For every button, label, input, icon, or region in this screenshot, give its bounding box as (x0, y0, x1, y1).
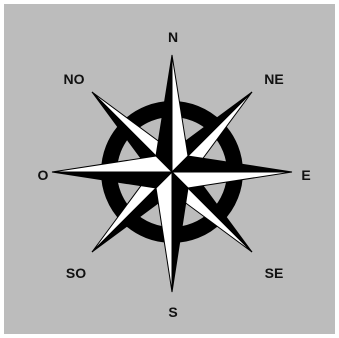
label-northeast: NE (264, 71, 283, 87)
label-north: N (168, 29, 178, 45)
label-southwest: SO (66, 265, 86, 281)
label-southeast: SE (265, 265, 284, 281)
label-east: E (301, 167, 310, 183)
label-northwest: NO (64, 71, 85, 87)
label-south: S (168, 304, 177, 320)
cardinal-points (52, 55, 292, 292)
label-west: O (38, 167, 49, 183)
